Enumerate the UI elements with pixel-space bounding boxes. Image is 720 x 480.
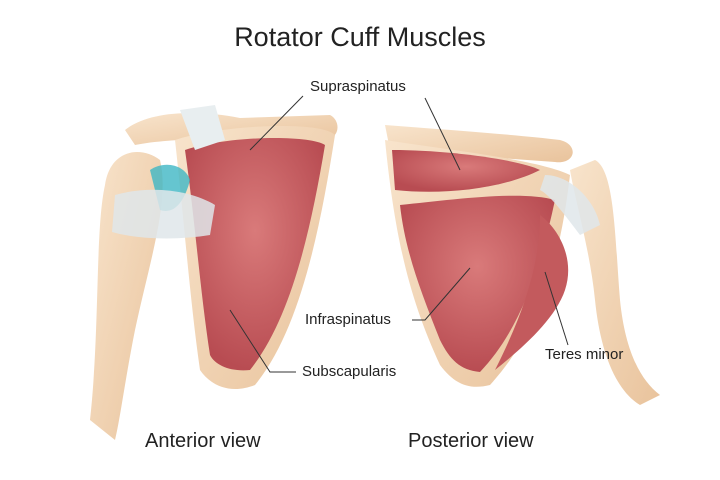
label-teres-minor: Teres minor [545, 346, 624, 363]
tendon-posterior [540, 175, 600, 235]
teres-minor-muscle [495, 215, 569, 370]
diagram-title: Rotator Cuff Muscles [234, 22, 486, 52]
leader-infraspinatus [412, 267, 471, 321]
label-posterior-view: Posterior view [408, 430, 534, 452]
label-anterior-view: Anterior view [145, 430, 261, 452]
leader-teres-minor [544, 271, 569, 346]
tendon-anterior [112, 189, 215, 239]
subscapularis-muscle [185, 138, 325, 371]
label-infraspinatus: Infraspinatus [305, 311, 391, 328]
label-supraspinatus: Supraspinatus [310, 78, 406, 95]
leader-supraspinatus-posterior [424, 97, 461, 171]
posterior-shoulder [385, 125, 660, 405]
supraspinatus-muscle [392, 150, 540, 192]
label-subscapularis: Subscapularis [302, 363, 397, 380]
leader-lines [229, 95, 569, 373]
leader-subscapularis [229, 309, 296, 373]
anterior-shoulder [90, 105, 338, 440]
infraspinatus-muscle [400, 195, 555, 372]
ligament-anterior [180, 105, 225, 150]
leader-supraspinatus-anterior [249, 95, 304, 151]
